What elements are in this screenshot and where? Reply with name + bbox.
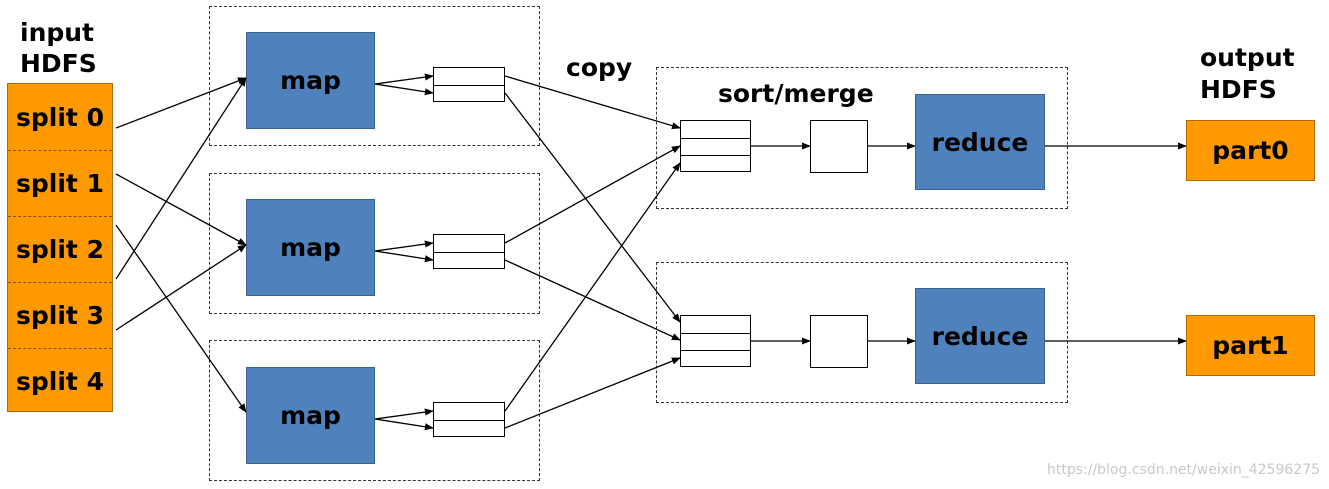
split-cell-3: split 3 <box>8 282 112 348</box>
input-splits: split 0 split 1 split 2 split 3 split 4 <box>7 83 113 412</box>
split-cell-2: split 2 <box>8 216 112 282</box>
arrow-map1-buf-b <box>374 83 434 96</box>
reduce-input-buffer-1 <box>680 120 751 172</box>
arrow-split0-map1 <box>115 77 247 129</box>
arrow-map2-buf-b <box>374 250 434 263</box>
reduce-input-buffer-2 <box>680 315 751 367</box>
arrow-map2-buf-a <box>374 240 434 252</box>
map-task-group-1 <box>209 6 540 146</box>
arrow-copy-m2-r2 <box>504 259 681 341</box>
output-part-1: part1 <box>1186 315 1315 376</box>
arrow-copy-m3-r1 <box>504 162 681 412</box>
watermark: https://blog.csdn.net/weixin_42596275 <box>1047 462 1321 478</box>
reduce-task-group-1 <box>656 67 1068 209</box>
sort-merge-label: sort/merge <box>718 79 874 108</box>
arrow-split3-map1 <box>115 77 247 280</box>
input-label-line2: HDFS <box>20 49 97 78</box>
arrow-split1-map2 <box>115 173 247 246</box>
copy-label: copy <box>566 53 633 82</box>
arrow-copy-m3-r2 <box>504 357 681 429</box>
map-box-2: map <box>246 199 375 296</box>
map-output-buffer-2 <box>433 234 505 269</box>
output-part-0: part0 <box>1186 120 1315 181</box>
map-task-group-3 <box>209 340 540 481</box>
arrow-split2-map3 <box>115 224 247 413</box>
map-box-1: map <box>246 32 375 129</box>
arrow-split3-map2 <box>115 244 247 331</box>
arrow-map3-buf-a <box>374 408 434 420</box>
input-label-line1: input <box>20 18 95 47</box>
split-cell-4: split 4 <box>8 348 112 414</box>
map-output-buffer-3 <box>433 402 505 437</box>
output-label-line2: HDFS <box>1200 75 1277 104</box>
map-task-group-2 <box>209 173 540 314</box>
output-label-line1: output <box>1200 43 1295 72</box>
split-cell-0: split 0 <box>16 102 104 132</box>
map-output-buffer-1 <box>433 67 505 102</box>
split-cell-1: split 1 <box>8 150 112 216</box>
arrow-map3-buf-b <box>374 418 434 431</box>
merged-output-box-2 <box>810 315 868 368</box>
arrow-copy-m1-r2 <box>504 92 681 323</box>
map-box-3: map <box>246 367 375 464</box>
arrow-copy-m2-r1 <box>504 145 681 244</box>
arrow-copy-m1-r1 <box>504 75 681 130</box>
reduce-box-2: reduce <box>915 288 1045 384</box>
reduce-task-group-2 <box>656 262 1068 403</box>
arrow-map1-buf-a <box>374 73 434 85</box>
reduce-box-1: reduce <box>915 94 1045 190</box>
